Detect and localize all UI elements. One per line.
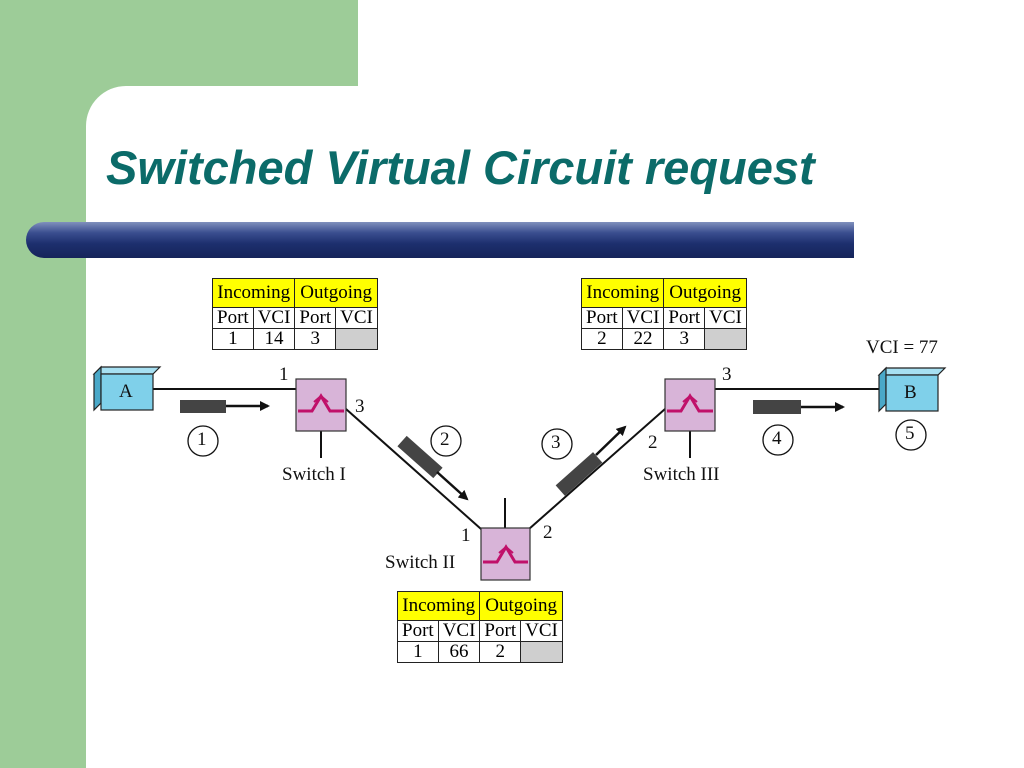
step-number-2: 2 [440, 429, 450, 450]
col-header: Port [294, 307, 337, 329]
packet-step2 [397, 435, 443, 479]
slide-title: Switched Virtual Circuit request [106, 141, 815, 194]
host-b-box [877, 366, 947, 413]
switch1-name: Switch I [282, 464, 346, 485]
switch3-port-in: 2 [648, 432, 658, 453]
switch1-port-in: 1 [279, 364, 289, 385]
switch2-box [480, 527, 531, 581]
step-circle-5 [895, 419, 927, 451]
out-vci-cell [520, 641, 563, 663]
switch1-port-out: 3 [355, 396, 365, 417]
switch2-port-in: 1 [461, 525, 471, 546]
out-port-cell: 3 [294, 328, 337, 350]
switch3-name: Switch III [643, 464, 720, 485]
incoming-header: Incoming [396, 591, 481, 621]
link-switch2-switch3 [528, 408, 666, 530]
in-port-cell: 1 [212, 328, 254, 350]
step-number-5: 5 [905, 423, 915, 444]
title-underline-bar [26, 222, 854, 258]
col-header: VCI [621, 307, 665, 329]
incoming-header: Incoming [580, 278, 665, 308]
col-header: VCI [252, 307, 296, 329]
switch2-vc-table: Incoming Outgoing Port VCI Port VCI 1 66… [396, 591, 563, 663]
switch3-vc-table: Incoming Outgoing Port VCI Port VCI 2 22… [580, 278, 747, 350]
host-a-box [92, 365, 162, 412]
col-header: VCI [520, 620, 563, 642]
col-header: Port [663, 307, 706, 329]
step-circle-3 [541, 428, 573, 460]
packet-step4 [753, 400, 801, 414]
step-number-1: 1 [197, 429, 207, 450]
step-circle-4 [762, 424, 794, 456]
switch3-port-out: 3 [722, 364, 732, 385]
table-row: 1 66 2 [397, 641, 563, 663]
incoming-header: Incoming [211, 278, 296, 308]
col-header: Port [212, 307, 254, 329]
switch2-port-out: 2 [543, 522, 553, 543]
slide-top-fill [358, 0, 1024, 86]
col-header: VCI [704, 307, 747, 329]
host-b-label: B [904, 382, 917, 403]
in-port-cell: 2 [581, 328, 623, 350]
col-header: Port [581, 307, 623, 329]
switch1-vc-table: Incoming Outgoing Port VCI Port VCI 1 14… [211, 278, 378, 350]
in-vci-cell: 14 [252, 328, 296, 350]
step-circle-2 [430, 425, 462, 457]
step-number-3: 3 [551, 432, 561, 453]
out-vci-cell [335, 328, 378, 350]
out-vci-cell [704, 328, 747, 350]
outgoing-header: Outgoing [479, 591, 563, 621]
in-port-cell: 1 [397, 641, 439, 663]
outgoing-header: Outgoing [663, 278, 747, 308]
step-number-4: 4 [772, 428, 782, 449]
col-header: VCI [335, 307, 378, 329]
host-a-label: A [119, 381, 133, 402]
table-row: 1 14 3 [212, 328, 378, 350]
packet-step1 [180, 400, 226, 413]
out-port-cell: 3 [663, 328, 706, 350]
switch2-name: Switch II [385, 552, 456, 573]
arrow-step3 [595, 425, 627, 456]
in-vci-cell: 22 [621, 328, 665, 350]
switch1-box [295, 378, 347, 432]
outgoing-header: Outgoing [294, 278, 378, 308]
link-switch1-switch2 [345, 408, 482, 530]
in-vci-cell: 66 [437, 641, 481, 663]
step-circle-1 [187, 425, 219, 457]
col-header: Port [479, 620, 522, 642]
packet-step3 [555, 452, 603, 496]
col-header: VCI [437, 620, 481, 642]
col-header: Port [397, 620, 439, 642]
vci-label: VCI = 77 [866, 337, 938, 358]
out-port-cell: 2 [479, 641, 522, 663]
table-row: 2 22 3 [581, 328, 747, 350]
switch3-box [664, 378, 716, 432]
arrow-step2 [436, 471, 469, 501]
